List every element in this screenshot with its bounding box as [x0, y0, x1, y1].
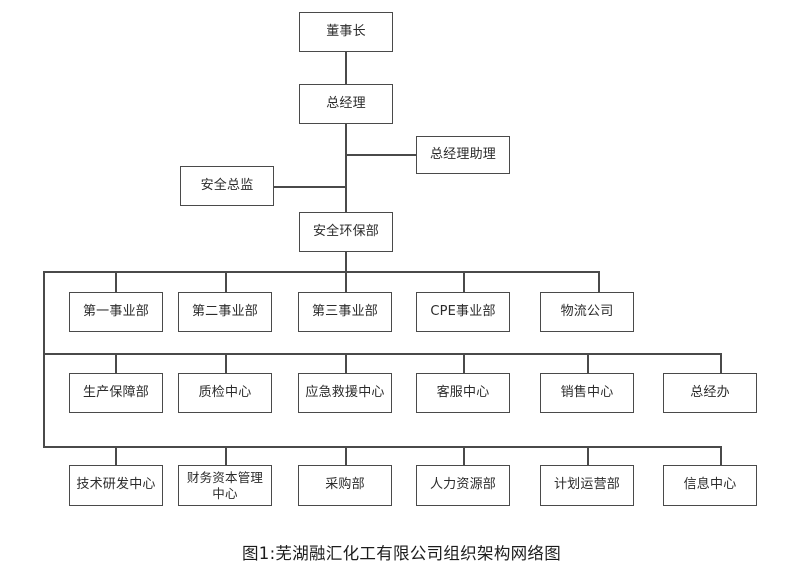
connector-tier2-drop-3: [345, 353, 347, 373]
connector-tier1-bus: [43, 271, 599, 273]
node-tier2-item-4[interactable]: 客服中心: [416, 373, 510, 413]
node-tier3-item-4[interactable]: 人力资源部: [416, 465, 510, 506]
node-tier2-item-3-label: 应急救援中心: [305, 384, 385, 400]
connector-gm-spine-upper: [345, 124, 347, 212]
connector-tier3-drop-5: [587, 446, 589, 465]
node-tier1-item-1[interactable]: 第一事业部: [69, 292, 163, 332]
node-tier3-item-5-label: 计划运营部: [553, 477, 620, 493]
node-tier1-item-2[interactable]: 第二事业部: [178, 292, 272, 332]
node-tier3-item-1[interactable]: 技术研发中心: [69, 465, 163, 506]
connector-tier1-drop-4: [463, 271, 465, 292]
figure-caption: 图1:芜湖融汇化工有限公司组织架构网络图: [241, 544, 562, 563]
connector-tier3-drop-3: [345, 446, 347, 465]
node-tier3-item-6[interactable]: 信息中心: [663, 465, 757, 506]
node-general-manager[interactable]: 总经理: [299, 84, 393, 124]
node-tier2-item-5-label: 销售中心: [560, 384, 614, 400]
node-tier1-item-3-label: 第三事业部: [311, 303, 378, 319]
node-tier1-item-4-label: CPE事业部: [430, 303, 496, 319]
connector-left-spine: [43, 271, 45, 447]
connector-safety-env-to-tier1-bus: [345, 252, 347, 272]
node-safety-director-label: 安全总监: [200, 177, 254, 193]
node-tier2-item-1[interactable]: 生产保障部: [69, 373, 163, 413]
node-tier3-item-1-label: 技术研发中心: [76, 477, 156, 493]
node-tier1-item-2-label: 第二事业部: [191, 303, 258, 319]
node-gm-assistant-label: 总经理助理: [429, 146, 496, 162]
node-tier3-item-4-label: 人力资源部: [429, 477, 496, 493]
connector-tier2-drop-6: [720, 353, 722, 373]
node-chairman-label: 董事长: [326, 23, 366, 39]
node-tier2-item-2-label: 质检中心: [198, 384, 252, 400]
connector-tier2-bus: [43, 353, 721, 355]
node-tier2-item-5[interactable]: 销售中心: [540, 373, 634, 413]
node-tier2-item-2[interactable]: 质检中心: [178, 373, 272, 413]
connector-tier2-drop-5: [587, 353, 589, 373]
connector-tier1-drop-2: [225, 271, 227, 292]
node-tier1-item-4[interactable]: CPE事业部: [416, 292, 510, 332]
node-tier3-item-3-label: 采购部: [325, 477, 365, 493]
node-tier2-item-4-label: 客服中心: [436, 384, 490, 400]
connector-tier3-drop-6: [720, 446, 722, 465]
node-tier1-item-5[interactable]: 物流公司: [540, 292, 634, 332]
node-tier3-item-3[interactable]: 采购部: [298, 465, 392, 506]
connector-tier2-drop-2: [225, 353, 227, 373]
connector-tier1-drop-3: [345, 271, 347, 292]
connector-tier3-bus: [43, 446, 721, 448]
node-safety-env-dept[interactable]: 安全环保部: [299, 212, 393, 252]
node-tier2-item-6[interactable]: 总经办: [663, 373, 757, 413]
node-safety-director[interactable]: 安全总监: [180, 166, 274, 206]
connector-tier1-drop-5: [598, 271, 600, 292]
node-tier1-item-1-label: 第一事业部: [82, 303, 149, 319]
connector-chairman-to-gm: [345, 52, 347, 84]
node-tier3-item-6-label: 信息中心: [683, 477, 737, 493]
connector-tier2-drop-4: [463, 353, 465, 373]
node-chairman[interactable]: 董事长: [299, 12, 393, 52]
node-tier2-item-3[interactable]: 应急救援中心: [298, 373, 392, 413]
node-tier2-item-6-label: 总经办: [690, 384, 730, 400]
node-tier3-item-5[interactable]: 计划运营部: [540, 465, 634, 506]
node-tier3-item-2-label: 财务资本管理中心: [186, 469, 264, 501]
connector-gm-to-assistant: [345, 154, 416, 156]
node-tier3-item-2[interactable]: 财务资本管理中心: [178, 465, 272, 506]
connector-tier1-drop-1: [115, 271, 117, 292]
connector-tier3-drop-2: [225, 446, 227, 465]
node-tier2-item-1-label: 生产保障部: [82, 384, 149, 400]
connector-tier3-drop-1: [115, 446, 117, 465]
connector-tier2-drop-1: [115, 353, 117, 373]
node-tier1-item-5-label: 物流公司: [560, 303, 614, 319]
node-safety-env-dept-label: 安全环保部: [312, 223, 379, 239]
node-tier1-item-3[interactable]: 第三事业部: [298, 292, 392, 332]
node-gm-assistant[interactable]: 总经理助理: [416, 136, 510, 174]
connector-safety-director-to-spine: [274, 186, 346, 188]
connector-tier3-drop-4: [463, 446, 465, 465]
node-general-manager-label: 总经理: [326, 95, 366, 111]
